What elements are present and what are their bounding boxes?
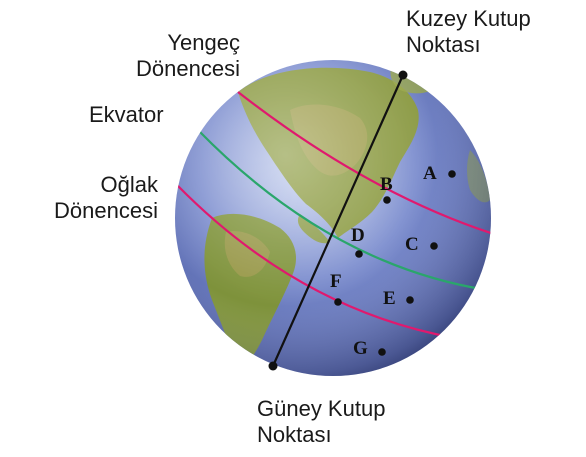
tropic-capricorn-label-line2: Dönencesi [54,198,158,223]
point-f-label: F [330,271,342,292]
point-a-label: A [423,163,437,184]
point-a-dot [448,170,456,178]
point-d-dot [355,250,363,258]
south-pole-label: Güney Kutup Noktası [257,396,385,448]
point-b-dot [383,196,391,204]
point-f-dot [334,298,342,306]
earth-axis-line [271,74,405,367]
point-d: D [351,225,365,258]
tropic-of-cancer-line [237,91,491,238]
point-c: C [405,234,438,255]
south-pole-point [268,361,278,371]
point-e: E [383,288,414,309]
point-g-dot [378,348,386,356]
point-e-label: E [383,288,396,309]
point-c-label: C [405,234,419,255]
tropic-cancer-label: Yengeç Dönencesi [70,30,240,82]
point-g: G [353,338,386,359]
point-g-label: G [353,338,368,359]
tropic-capricorn-label: Oğlak Dönencesi [0,172,158,224]
tropic-capricorn-label-line1: Oğlak [100,172,158,197]
equator-line [197,129,488,292]
point-f: F [330,271,342,306]
north-pole-label-line2: Noktası [406,32,481,57]
equator-label: Ekvator [89,102,164,128]
point-e-dot [406,296,414,304]
globe-shading [175,60,491,376]
north-pole-label: Kuzey Kutup Noktası [406,6,531,58]
point-c-dot [430,242,438,250]
north-pole-point [398,70,408,80]
tropic-cancer-label-line1: Yengeç [167,30,240,55]
south-pole-label-line2: Noktası [257,422,332,447]
point-a: A [423,163,456,184]
equator-label-text: Ekvator [89,102,164,127]
point-d-label: D [351,225,365,246]
tropic-cancer-label-line2: Dönencesi [136,56,240,81]
point-b-label: B [380,174,393,195]
north-pole-label-line1: Kuzey Kutup [406,6,531,31]
south-pole-label-line1: Güney Kutup [257,396,386,421]
point-b: B [380,174,393,204]
